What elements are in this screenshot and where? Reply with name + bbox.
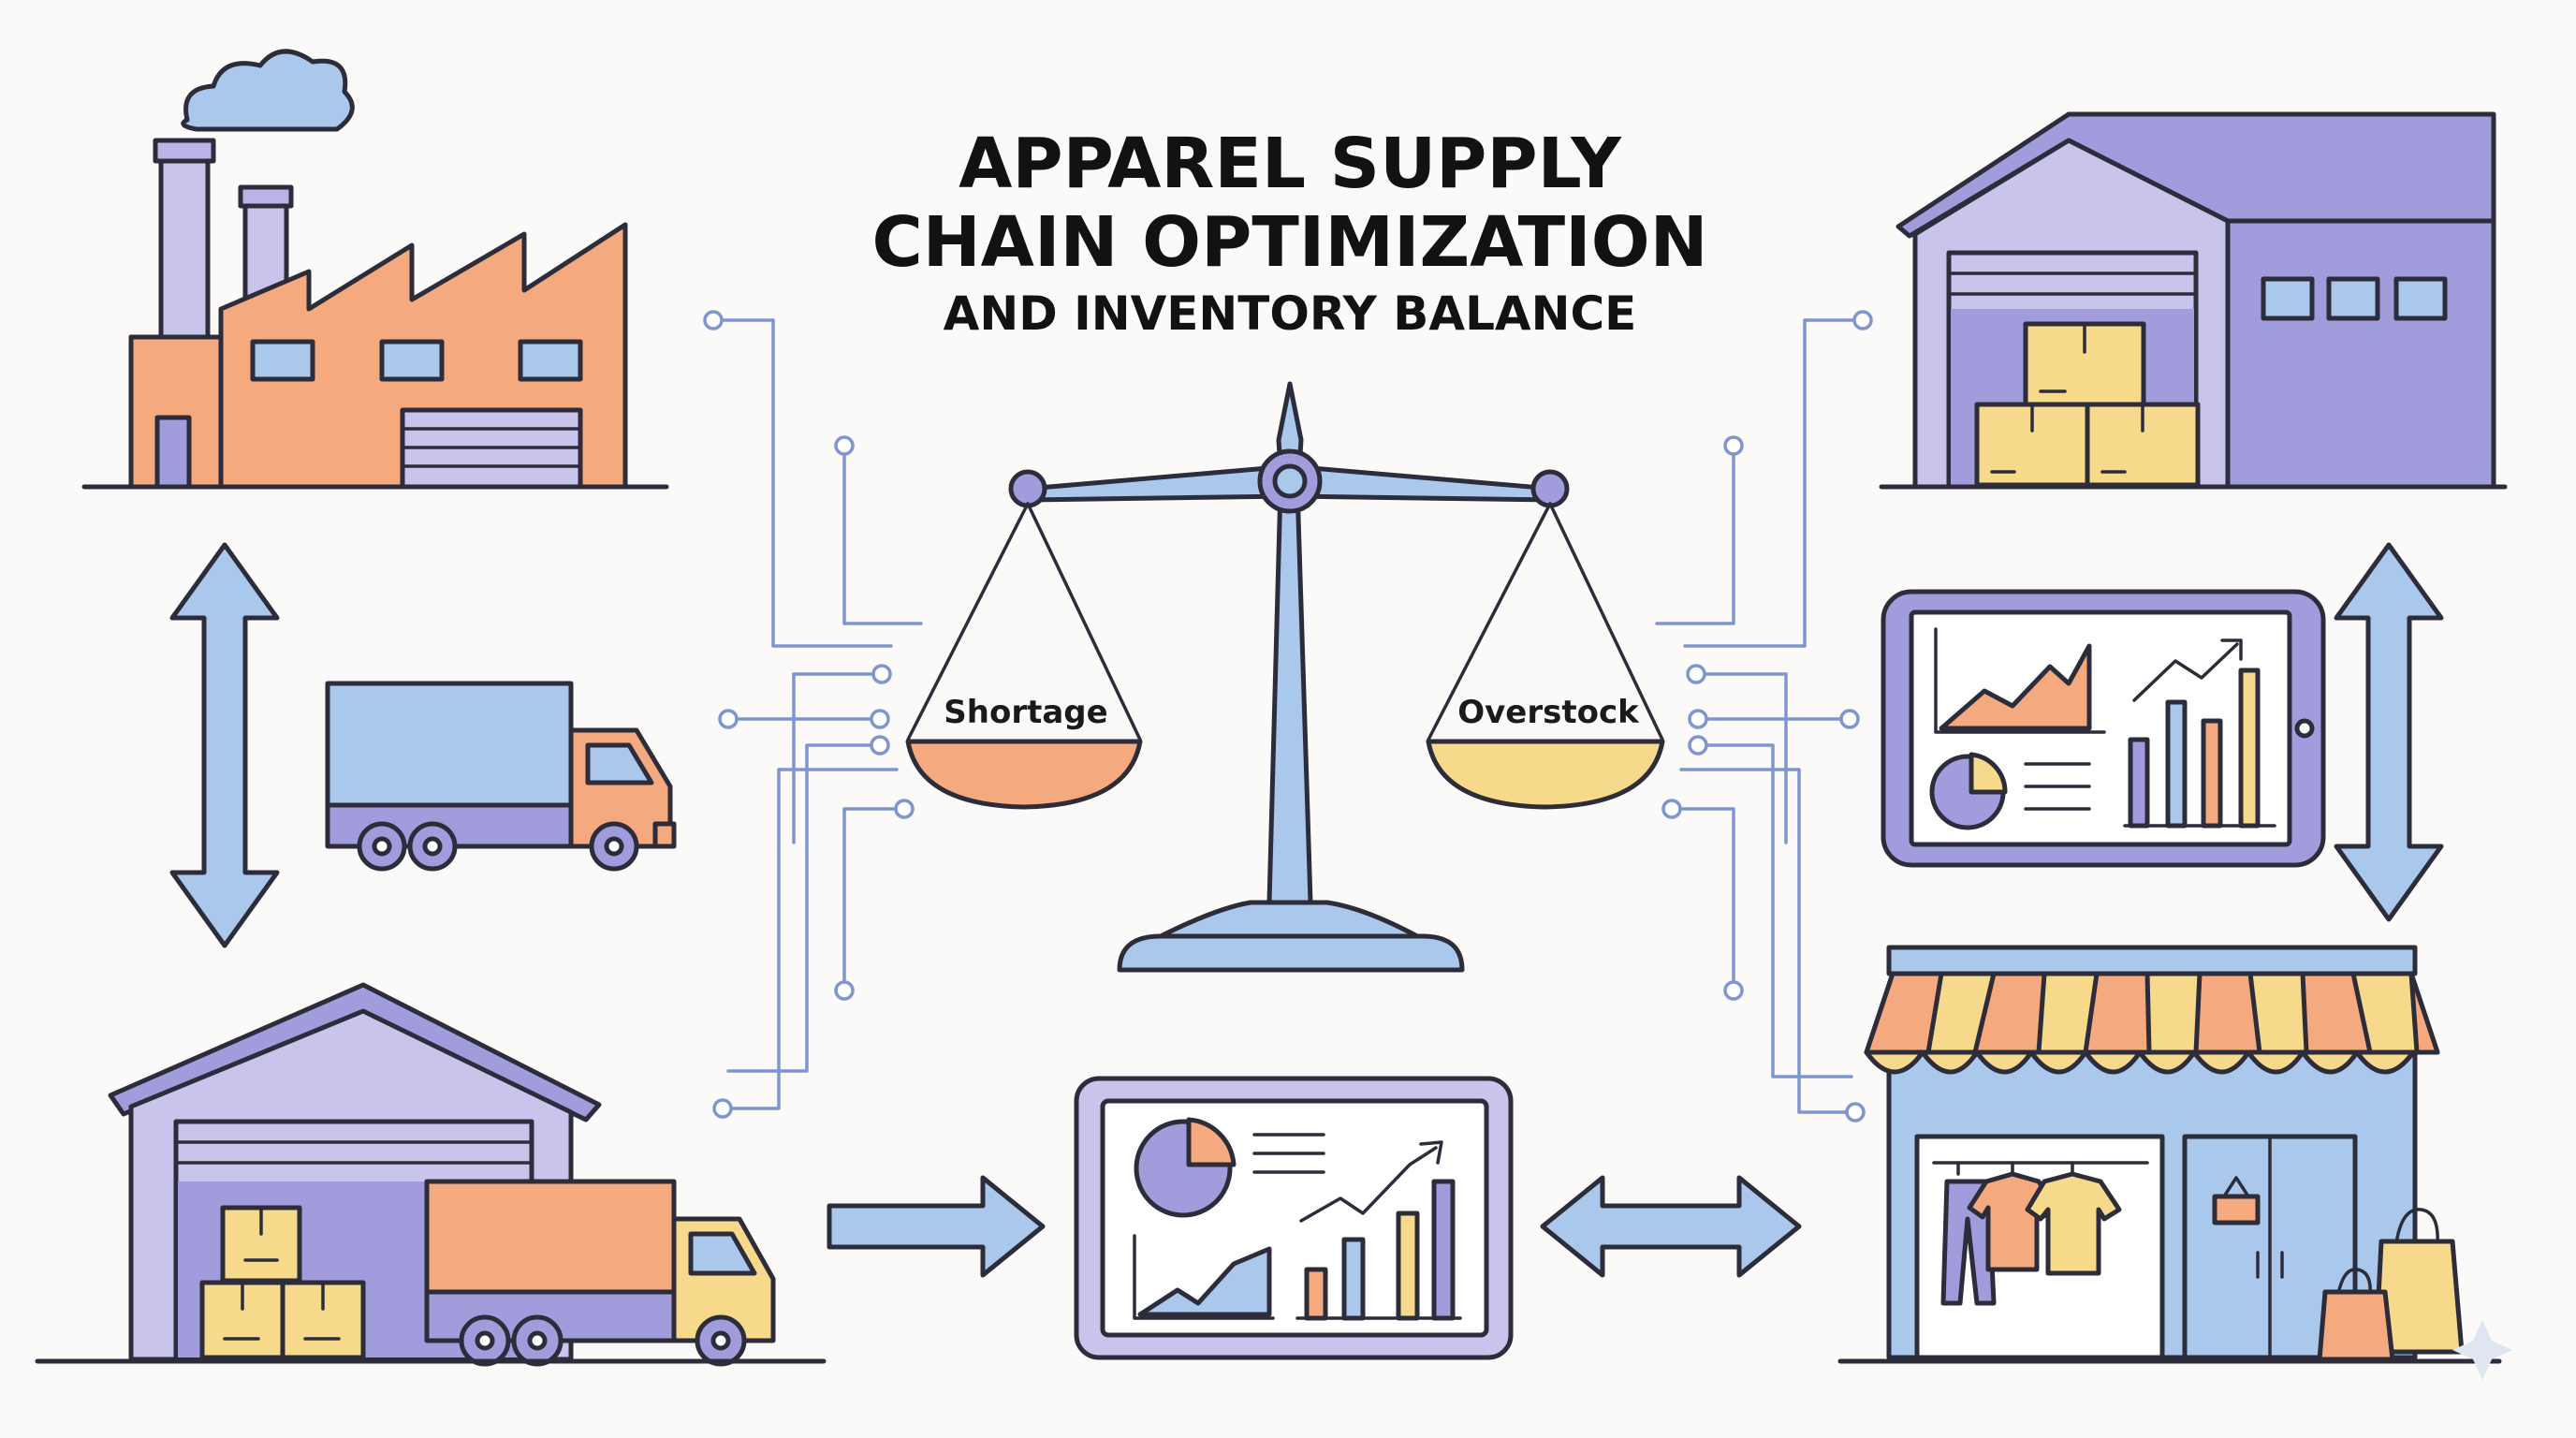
delivery-truck-icon: [424, 1179, 776, 1367]
title-block: APPAREL SUPPLY CHAIN OPTIMIZATION AND IN…: [871, 124, 1707, 341]
right-vertical-arrow: [2334, 542, 2444, 922]
left-vertical-arrow: [169, 542, 280, 948]
truck-icon: [325, 681, 677, 872]
balance-scale-icon: [905, 381, 1665, 973]
factory-icon: [81, 49, 669, 490]
shopping-bag-icon: [2317, 1208, 2512, 1380]
overstock-label: Overstock: [1457, 694, 1640, 731]
double-arrow: [1540, 1175, 1802, 1278]
left-circuit-lines: [703, 310, 923, 1119]
right-arrow: [827, 1175, 1046, 1278]
title-line-3: AND INVENTORY BALANCE: [944, 286, 1637, 341]
dashboard-icon: [1074, 1076, 1514, 1360]
clothing-icon: [1940, 1161, 2122, 1306]
shortage-label: Shortage: [944, 694, 1107, 731]
tablet-dashboard-icon: [1881, 589, 2326, 868]
title-line-2: CHAIN OPTIMIZATION: [871, 202, 1707, 283]
right-circuit-lines: [1655, 310, 1873, 1123]
warehouse-icon-top-right: [1879, 111, 2508, 490]
title-line-1: APPAREL SUPPLY: [959, 124, 1622, 204]
boxes-icon: [199, 1205, 366, 1360]
